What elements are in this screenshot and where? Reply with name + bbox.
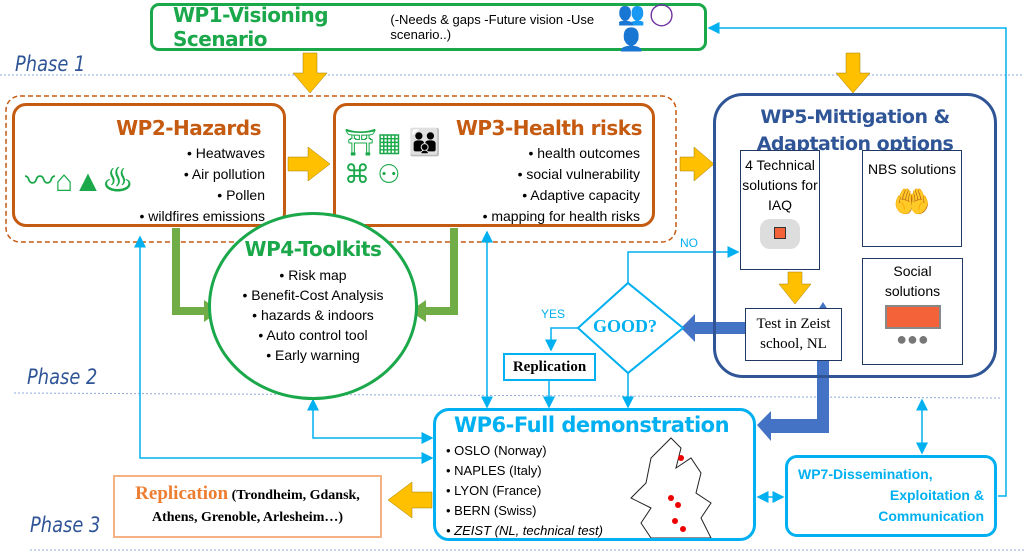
wp2-item: Air pollution: [140, 164, 265, 185]
replication-label: Replication: [512, 359, 587, 375]
wp6-item: LYON (France): [446, 481, 603, 501]
wp2-item: wildfires emissions: [140, 206, 265, 227]
wp4-list: Risk map Benefit-Cost Analysis hazards &…: [211, 265, 415, 365]
wp6-title: WP6-Full demonstration: [454, 413, 730, 437]
wp7-title-line: WP7-Dissemination,: [798, 466, 933, 482]
wp4-item: Risk map: [211, 265, 415, 285]
presentation-icon: [884, 305, 941, 329]
no-label: NO: [680, 236, 698, 250]
future-replication-cities: (Trondheim, Gdansk, Athens, Grenoble, Ar…: [151, 488, 360, 525]
wp3-title: WP3-Health risks: [455, 116, 643, 140]
europe-map-icon: [630, 437, 712, 538]
arrow-wp1-to-phase1: [292, 52, 328, 94]
wp2-item: Pollen: [140, 185, 265, 206]
wp2-title: WP2-Hazards: [116, 116, 261, 140]
yes-label: YES: [541, 307, 566, 321]
wp3-box: WP3-Health risks ⛩▦ 👪⌘ ⚇ health outcomes…: [333, 103, 655, 227]
wp5-box: WP5-Mittigation & Adaptation options: [713, 93, 997, 378]
technical-solutions-box: 4 Technical solutions for IAQ: [740, 150, 820, 270]
phase-3-label: Phase 3: [30, 513, 101, 537]
link-no: [627, 246, 740, 283]
city-marker-lyon: [675, 502, 681, 508]
hands-plant-icon: 🤲: [893, 186, 931, 219]
arrow-wp2-to-wp3: [287, 146, 331, 182]
phase-1-label: Phase 1: [15, 52, 86, 76]
phase-2-label: Phase 2: [27, 365, 98, 389]
wp4-item: Benefit-Cost Analysis: [211, 285, 415, 305]
wp6-box: WP6-Full demonstration OSLO (Norway) NAP…: [433, 408, 756, 541]
city-marker-zeist: [668, 495, 674, 501]
wp4-item: Auto control tool: [211, 325, 415, 345]
link-yes: [545, 327, 578, 352]
wp1-box: WP1-Visioning Scenario (-Needs & gaps -F…: [150, 1, 707, 52]
technical-solutions-label: 4 Technical solutions for IAQ: [742, 157, 818, 213]
nbs-solutions-label: NBS solutions: [868, 161, 956, 177]
wp7-title-line: Communication: [878, 508, 984, 524]
wp7-box: WP7-Dissemination, Exploitation & Commun…: [785, 455, 997, 537]
wp3-item: Adaptive capacity: [483, 185, 640, 206]
test-zeist-box: Test in Zeist school, NL: [745, 308, 842, 361]
wp3-item: social vulnerability: [483, 164, 640, 185]
wp3-list: health outcomes social vulnerability Ada…: [483, 143, 640, 227]
wp6-item: OSLO (Norway): [446, 441, 603, 461]
wp1-title: WP1-Visioning Scenario: [173, 3, 329, 51]
wp3-item: health outcomes: [483, 143, 640, 164]
social-solutions-box: Social solutions ●●●: [862, 258, 963, 365]
audience-icon: ●●●: [896, 329, 929, 349]
iaq-device-icon: [760, 219, 800, 249]
wp6-list: OSLO (Norway) NAPLES (Italy) LYON (Franc…: [446, 441, 603, 541]
city-marker-oslo: [678, 455, 684, 461]
social-solutions-label: Social solutions: [884, 263, 941, 299]
wp4-title: WP4-Toolkits: [244, 237, 382, 261]
arrow-wp2-to-wp4: [172, 228, 206, 315]
link-wp7-wp1: [707, 22, 1007, 497]
wp3-item: mapping for health risks: [483, 206, 640, 227]
wp4-item: hazards & indoors: [211, 305, 415, 325]
decision-diamond: [576, 281, 685, 375]
wp6-item: BERN (Swiss): [446, 501, 603, 521]
wp7-title-line: Exploitation &: [889, 487, 984, 503]
decision-label: GOOD?: [593, 316, 658, 336]
test-zeist-label: Test in Zeist school, NL: [756, 316, 831, 352]
wp2-box: WP2-Hazards 〰⌂▲♨ Heatwaves Air pollution…: [12, 103, 286, 227]
arrow-wp3-to-wp4: [424, 228, 458, 315]
arrow-tech-to-test: [778, 271, 812, 305]
city-marker-bern: [672, 518, 678, 524]
link-wp4-wp6: [307, 398, 434, 444]
wp5-title: WP5-Mittigation & Adaptation options: [756, 106, 954, 155]
wp6-item: NAPLES (Italy): [446, 461, 603, 481]
arrow-wp1-to-wp5: [835, 52, 871, 94]
wp2-list: Heatwaves Air pollution Pollen wildfires…: [140, 143, 265, 227]
phase2-divider: [13, 392, 1001, 399]
city-marker-naples: [680, 526, 686, 532]
arrow-wp3-to-wp5: [679, 146, 715, 182]
future-replication-label: Replication: [135, 483, 229, 504]
wp1-subtitle: (-Needs & gaps -Future vision -Use scena…: [390, 12, 595, 42]
future-replication-box: Replication (Trondheim, Gdansk, Athens, …: [113, 475, 382, 538]
health-network-icons: ⛩▦ 👪⌘ ⚇: [344, 127, 442, 189]
wp6-item: ZEIST (NL, technical test): [446, 521, 603, 541]
replication-box: Replication: [503, 353, 596, 381]
nbs-solutions-box: NBS solutions 🤲: [862, 150, 962, 247]
wp4-ellipse: WP4-Toolkits Risk map Benefit-Cost Analy…: [208, 212, 418, 400]
arrow-wp6-to-replication: [387, 481, 433, 519]
wp4-item: Early warning: [211, 345, 415, 365]
hazard-icons: 〰⌂▲♨: [25, 165, 133, 198]
meeting-people-icon: 👥◯👤: [617, 1, 678, 52]
wp2-item: Heatwaves: [140, 143, 265, 164]
link-wp2-wp6: [134, 235, 434, 464]
